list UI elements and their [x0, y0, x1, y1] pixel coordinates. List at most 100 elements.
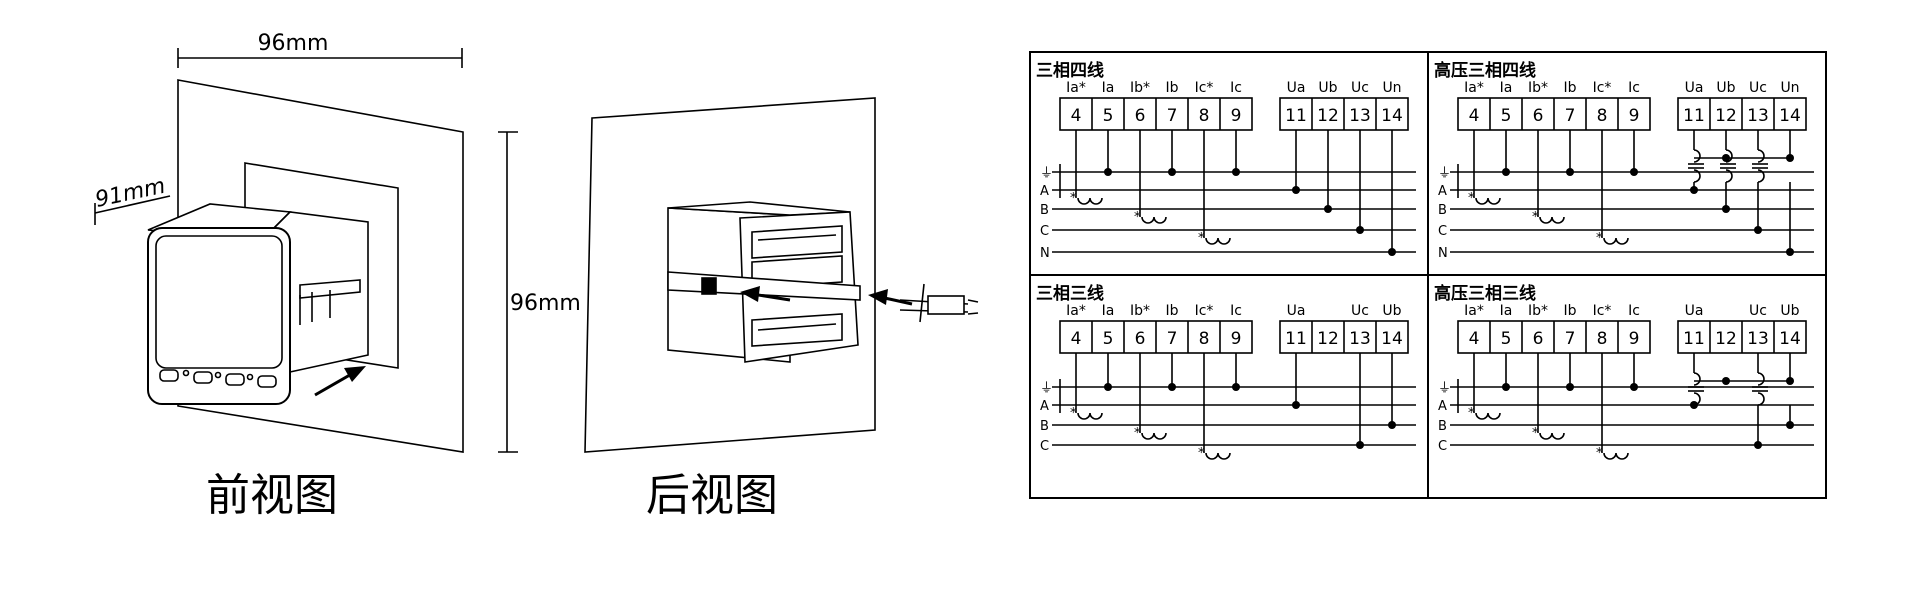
- pt-coil: [1725, 169, 1733, 183]
- junction-dot: [1388, 248, 1396, 256]
- current-label: Ia: [1500, 80, 1513, 96]
- depth-label: 91mm: [93, 174, 168, 213]
- terminal-number: 11: [1285, 329, 1307, 349]
- front-view-caption: 前视图: [206, 470, 338, 521]
- ct-coil: [1603, 452, 1629, 460]
- ct-coil: [1141, 216, 1167, 224]
- junction-dot: [1502, 168, 1510, 176]
- phase-label: A: [1438, 184, 1447, 199]
- polarity-mark: *: [1532, 210, 1539, 225]
- terminal-number: 5: [1103, 106, 1114, 126]
- junction-dot: [1168, 383, 1176, 391]
- voltage-label: Ua: [1287, 80, 1306, 96]
- terminal-number: 11: [1683, 106, 1705, 126]
- phase-label: C: [1438, 439, 1447, 454]
- current-label: Ib*: [1130, 303, 1150, 319]
- junction-dot: [1292, 401, 1300, 409]
- height-label: 96mm: [510, 291, 581, 316]
- junction-dot: [1104, 383, 1112, 391]
- terminal-number: 14: [1381, 329, 1403, 349]
- polarity-mark: *: [1596, 231, 1603, 246]
- ct-coil: [1539, 216, 1565, 224]
- junction-dot: [1566, 383, 1574, 391]
- terminal-number: 7: [1565, 106, 1576, 126]
- current-label: Ib: [1165, 303, 1178, 319]
- current-label: Ic*: [1195, 80, 1214, 96]
- phase-label: C: [1040, 439, 1049, 454]
- terminal-number: 14: [1381, 106, 1403, 126]
- wiring-panel-1: 三相四线Ia*4Ia5Ib*6Ib7Ic*8Ic9Ua11Ub12Uc13Un1…: [1036, 60, 1416, 261]
- polarity-mark: *: [1134, 210, 1141, 225]
- current-label: Ic: [1628, 80, 1640, 96]
- polarity-mark: *: [1198, 231, 1205, 246]
- ct-coil: [1475, 197, 1501, 205]
- polarity-mark: *: [1070, 191, 1077, 206]
- width-label: 96mm: [258, 31, 329, 56]
- ct-coil: [1077, 197, 1103, 205]
- ground-symbol: ⏚: [1438, 166, 1451, 181]
- current-label: Ia: [1500, 303, 1513, 319]
- current-label: Ic*: [1593, 303, 1612, 319]
- width-dimension: [177, 48, 463, 68]
- current-label: Ic: [1230, 303, 1242, 319]
- phase-label: B: [1040, 419, 1049, 434]
- current-label: Ia*: [1066, 80, 1086, 96]
- meter-led-3: [246, 373, 254, 381]
- current-label: Ic: [1628, 303, 1640, 319]
- terminal-number: 8: [1597, 106, 1608, 126]
- polarity-mark: *: [1198, 446, 1205, 461]
- voltage-label: Uc: [1351, 303, 1369, 319]
- junction-dot: [1168, 168, 1176, 176]
- ct-coil: [1205, 452, 1231, 460]
- voltage-label: Ub: [1382, 303, 1401, 319]
- wiring-panel-title: 高压三相三线: [1434, 283, 1536, 304]
- phase-label: C: [1438, 224, 1447, 239]
- meter-button-2: [193, 371, 213, 384]
- ground-symbol: ⏚: [1040, 381, 1053, 396]
- terminal-number: 12: [1715, 106, 1737, 126]
- mounting-clamp: [299, 279, 361, 325]
- terminal-number: 12: [1715, 329, 1737, 349]
- front-view: [94, 48, 464, 453]
- terminal-number: 8: [1199, 329, 1210, 349]
- voltage-label: Ub: [1318, 80, 1337, 96]
- junction-dot: [1232, 383, 1240, 391]
- voltage-label: Ub: [1780, 303, 1799, 319]
- meter-led-2: [214, 371, 222, 379]
- ct-coil: [1475, 412, 1501, 420]
- height-dimension: [498, 131, 518, 453]
- terminal-number: 12: [1317, 329, 1339, 349]
- terminal-number: 4: [1071, 106, 1082, 126]
- pt-coil: [1693, 149, 1701, 163]
- terminal-number: 14: [1779, 106, 1801, 126]
- pt-coil: [1757, 372, 1765, 386]
- junction-dot: [1786, 154, 1794, 162]
- junction-dot: [1754, 441, 1762, 449]
- terminal-number: 5: [1103, 329, 1114, 349]
- terminal-number: 14: [1779, 329, 1801, 349]
- phase-label: C: [1040, 224, 1049, 239]
- polarity-mark: *: [1134, 426, 1141, 441]
- pt-coil: [1757, 149, 1765, 163]
- ct-coil: [1205, 237, 1231, 245]
- terminal-number: 7: [1167, 106, 1178, 126]
- terminal-number: 6: [1533, 106, 1544, 126]
- polarity-mark: *: [1468, 406, 1475, 421]
- junction-dot: [1232, 168, 1240, 176]
- current-label: Ia: [1102, 80, 1115, 96]
- junction-dot: [1566, 168, 1574, 176]
- junction-dot: [1356, 441, 1364, 449]
- terminal-number: 5: [1501, 329, 1512, 349]
- current-label: Ib: [1165, 80, 1178, 96]
- rear-mounting-clamp: [667, 271, 861, 301]
- current-label: Ib: [1563, 80, 1576, 96]
- voltage-label: Ub: [1716, 80, 1735, 96]
- junction-dot: [1786, 248, 1794, 256]
- junction-dot: [1630, 383, 1638, 391]
- voltage-label: Ua: [1685, 80, 1704, 96]
- current-label: Ic*: [1195, 303, 1214, 319]
- junction-dot: [1722, 377, 1730, 385]
- meter-button-1: [159, 369, 179, 382]
